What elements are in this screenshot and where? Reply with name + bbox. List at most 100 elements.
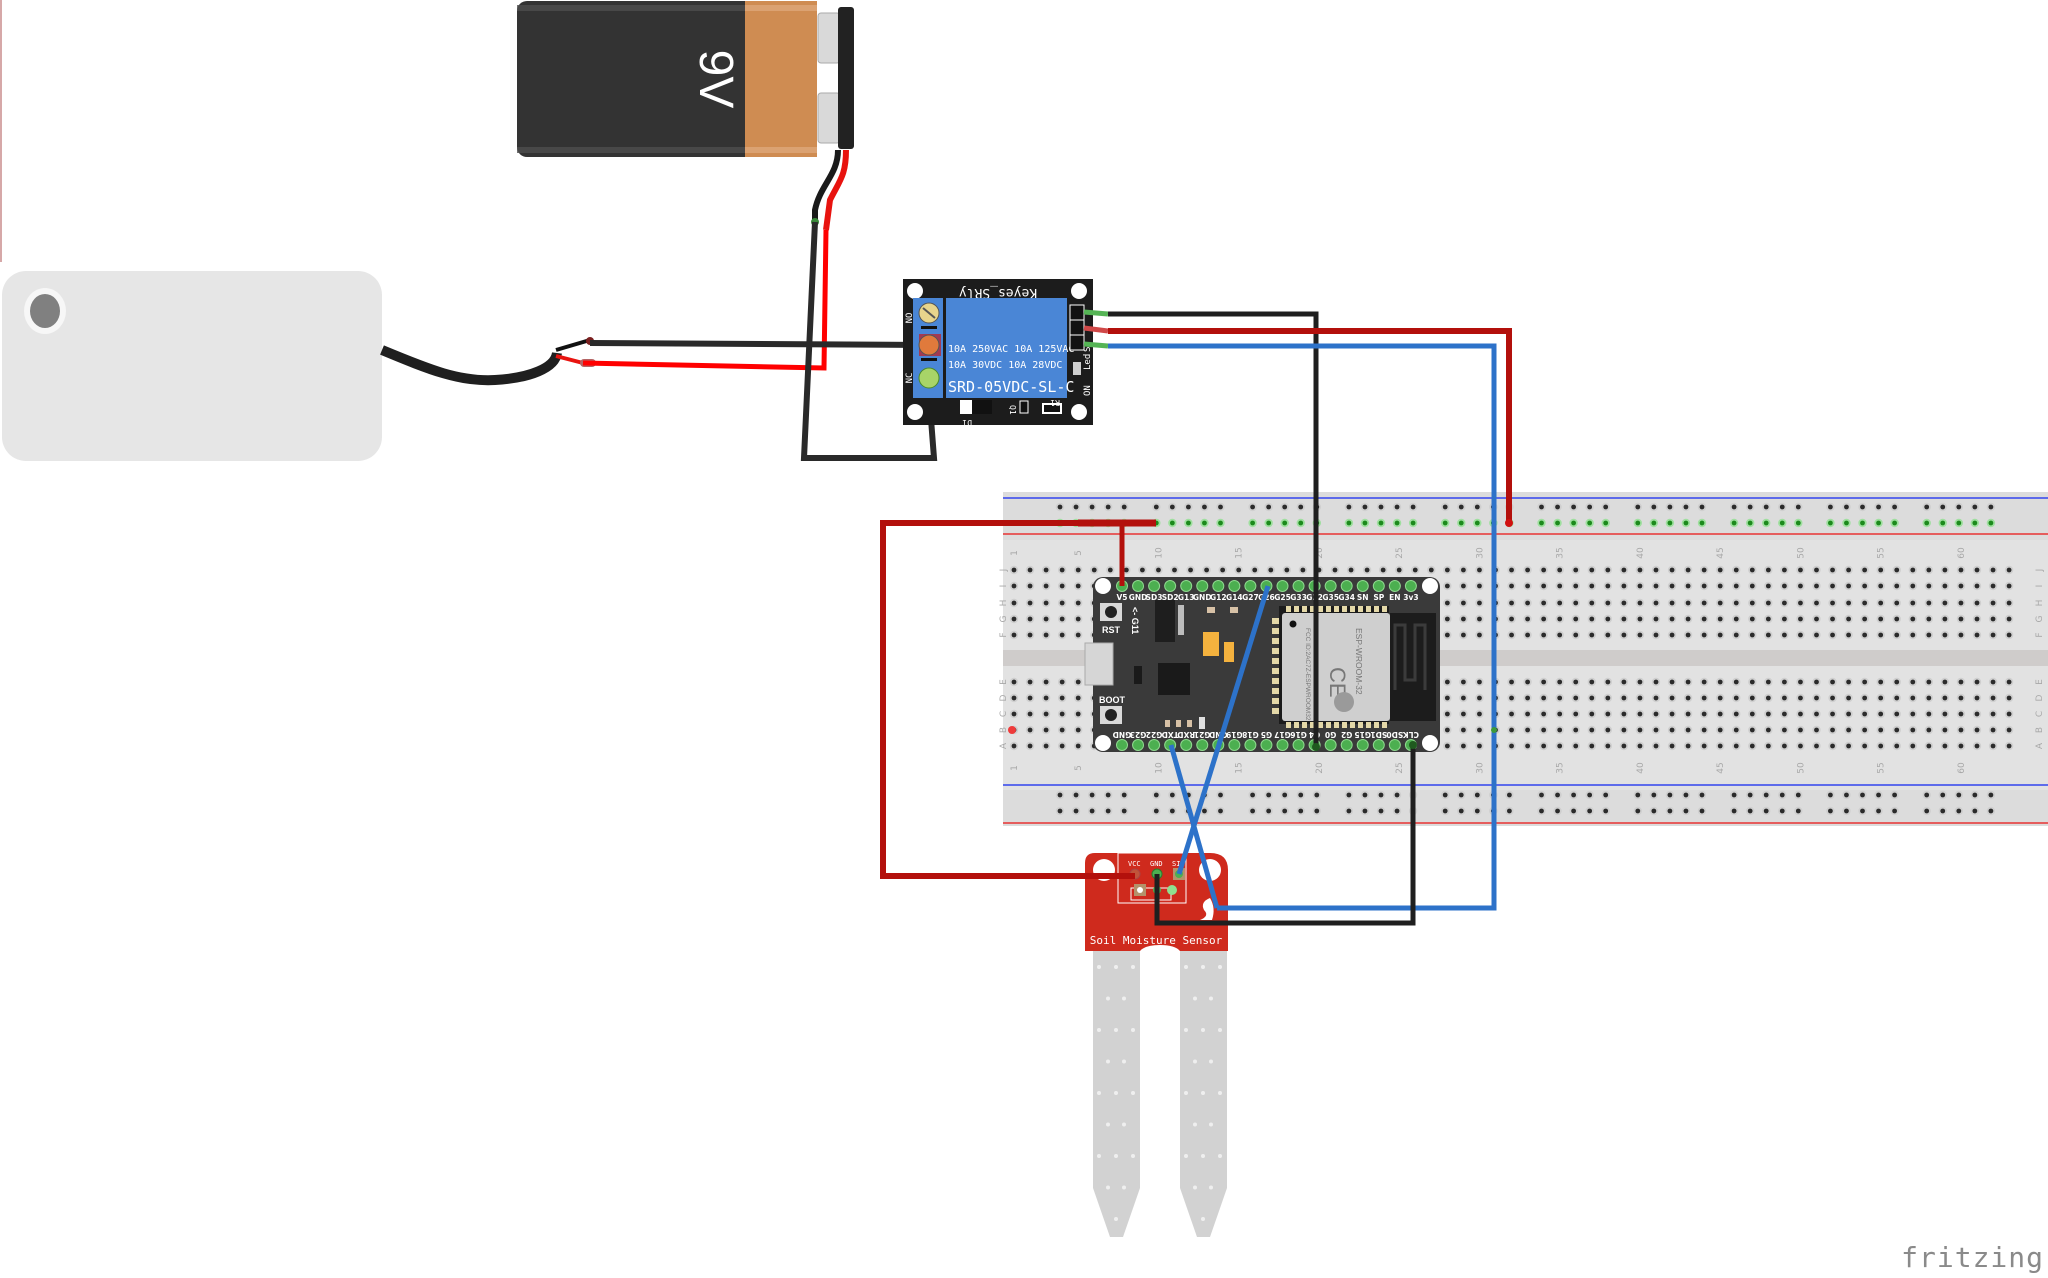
breadboard-hole-center	[2006, 600, 2012, 606]
module-pad	[1302, 722, 1307, 728]
breadboard-hole-center	[1589, 567, 1595, 573]
breadboard-hole-center	[1444, 695, 1450, 701]
esp32-pin-g25[interactable]	[1276, 580, 1289, 592]
relay-terminal-com[interactable]	[918, 334, 940, 356]
rail-hole-center	[1394, 808, 1400, 814]
esp32-pin-gnd[interactable]	[1196, 580, 1209, 592]
module-pad	[1326, 722, 1331, 728]
breadboard-hole-center	[1541, 743, 1547, 749]
esp32-pin-g35[interactable]	[1324, 580, 1337, 592]
esp32-pin-g22[interactable]	[1372, 739, 1385, 751]
esp32-pin-g27[interactable]	[1244, 580, 1257, 592]
esp32-pin-sd2[interactable]	[1164, 580, 1177, 592]
breadboard-hole-center	[1733, 727, 1739, 733]
esp32-pin-3v3[interactable]	[1404, 580, 1417, 592]
rail-hole-center	[1378, 520, 1384, 526]
esp32-pin-txd[interactable]	[1356, 739, 1369, 751]
wire-relay-signal[interactable]	[1108, 343, 1497, 911]
rst-button[interactable]	[1105, 606, 1117, 618]
rail-hole-center	[1282, 520, 1288, 526]
boot-button[interactable]	[1105, 709, 1117, 721]
breadboard-hole-center	[1733, 583, 1739, 589]
rail-hole-center	[1699, 520, 1705, 526]
module-pad	[1374, 722, 1379, 728]
esp32-pin-sn[interactable]	[1356, 580, 1369, 592]
wire-battery-black[interactable]	[812, 149, 841, 222]
column-label: 15	[1235, 547, 1245, 558]
breadboard-hole-center	[1605, 583, 1611, 589]
breadboard-hole-center	[1461, 743, 1466, 749]
esp32-pin-gnd[interactable]	[1132, 580, 1145, 592]
esp32-pin-g18[interactable]	[1276, 739, 1289, 751]
rail-hole-center	[1667, 792, 1673, 798]
esp32-pin-en[interactable]	[1388, 580, 1401, 592]
esp32-pin-g23[interactable]	[1388, 739, 1401, 751]
rail-hole-center	[1571, 520, 1576, 526]
breadboard-hole-center	[1573, 616, 1579, 622]
esp32-pin-g0[interactable]	[1196, 739, 1209, 751]
rail-hole-center	[1587, 792, 1593, 798]
esp32-pin-sd1[interactable]	[1148, 739, 1161, 751]
pump-device[interactable]	[2, 271, 596, 461]
esp32-pin-rxd[interactable]	[1340, 739, 1353, 751]
esp32-board[interactable]: V5GNDGNDG23SD3G22SD2TXDG13RXDGNDG21G12GN…	[1084, 577, 1440, 752]
esp32-pin-g2[interactable]	[1180, 739, 1193, 751]
relay-terminal-nc[interactable]	[918, 367, 940, 389]
esp32-pin-g16[interactable]	[1228, 739, 1241, 751]
esp32-pin-g13[interactable]	[1180, 580, 1193, 592]
breadboard-hole-center	[1830, 583, 1835, 589]
esp32-pin-g17[interactable]	[1244, 739, 1257, 751]
smd	[1187, 720, 1192, 727]
wire-pump-to-relay-com[interactable]	[589, 340, 929, 348]
esp32-pin-g19[interactable]	[1292, 739, 1305, 751]
module-pad	[1272, 638, 1279, 644]
breadboard-hole-center	[1043, 567, 1049, 573]
rail-hole-center	[1779, 504, 1785, 510]
relay-pin-lead	[1083, 325, 1109, 334]
esp32-pin-g33[interactable]	[1292, 580, 1305, 592]
relay-mount-hole	[1071, 404, 1087, 420]
battery-9v[interactable]: 9V	[517, 1, 854, 157]
breadboard-hole-center	[1444, 616, 1450, 622]
esp32-pin-g5[interactable]	[1260, 739, 1273, 751]
esp32-pin-label: V5	[1116, 593, 1127, 602]
breadboard-hole-center	[1477, 743, 1482, 749]
breadboard-hole-center	[1733, 616, 1739, 622]
esp32-pin-sd3[interactable]	[1148, 580, 1161, 592]
esp32-pin-sp[interactable]	[1372, 580, 1385, 592]
esp32-pin-g12[interactable]	[1212, 580, 1225, 592]
esp32-pin-sd0[interactable]	[1132, 739, 1145, 751]
relay-module[interactable]: Keyes_SRly NO NC 10A 250VAC 10A 125VAC 1…	[903, 279, 1093, 427]
wire-esp-g15-to-signal[interactable]	[1168, 744, 1220, 909]
wire-relay-gnd[interactable]	[1108, 311, 1319, 747]
breadboard-hole-center	[1557, 679, 1563, 685]
row-label: E	[999, 679, 1009, 685]
rail-hole-center	[1298, 504, 1304, 510]
esp32-pin-label: GND	[1129, 593, 1148, 602]
prong-dot	[1209, 996, 1213, 1001]
rail-hole-center	[1218, 520, 1223, 526]
wire-relay-vcc[interactable]	[1108, 328, 1512, 523]
wire-battery-red-to-pump[interactable]	[582, 229, 829, 371]
module-pads	[1272, 606, 1387, 728]
esp32-pin-label: G18	[1242, 730, 1259, 739]
breadboard-hole-center	[1942, 616, 1948, 622]
rail-hole-center	[1121, 792, 1127, 798]
breadboard-hole-center	[1894, 727, 1900, 733]
esp32-pin-g34[interactable]	[1340, 580, 1353, 592]
wire-power-to-sensor-vcc[interactable]	[880, 520, 1156, 879]
rail-hole-center	[1314, 808, 1320, 814]
esp32-pin-g14[interactable]	[1228, 580, 1241, 592]
esp32-pin-clk[interactable]	[1116, 739, 1128, 751]
esp32-pin-g21[interactable]	[1324, 739, 1337, 751]
module-pad	[1350, 606, 1355, 612]
breadboard-hole-center	[1027, 743, 1033, 749]
wire-battery-red[interactable]	[823, 149, 849, 231]
breadboard-hole-center	[1284, 567, 1290, 573]
breadboard-hole-center	[1974, 727, 1980, 733]
breadboard-hole-center	[1942, 695, 1948, 701]
wire-esp-gnd-to-sensor-gnd[interactable]	[1154, 745, 1416, 926]
breadboard-hole-center	[1894, 679, 1900, 685]
breadboard-hole-center	[1958, 711, 1964, 717]
